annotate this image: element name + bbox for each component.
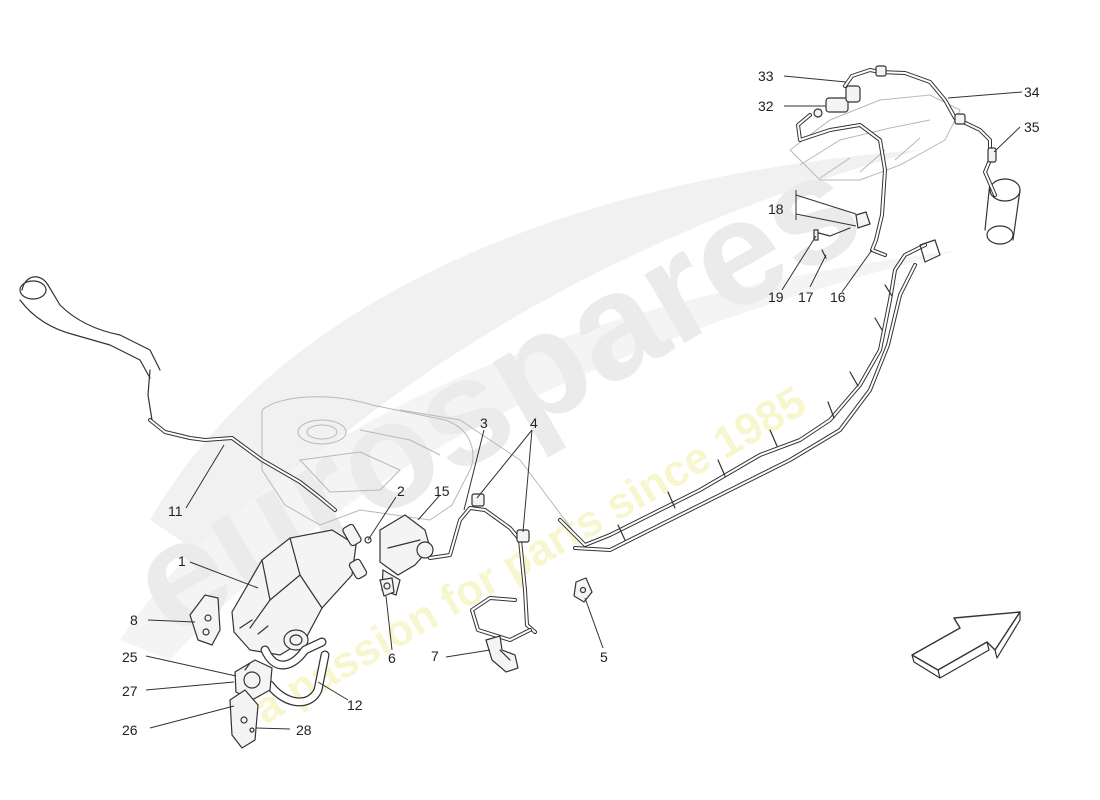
- fuel-tank-outline: [261, 396, 581, 541]
- label-part-12: 12: [347, 697, 363, 713]
- part-labels: 1 2 3 4 15 11 8 5 6 7 12 25 27 26 28 18 …: [122, 68, 1040, 738]
- label-part-1: 1: [178, 553, 186, 569]
- label-part-8: 8: [130, 612, 138, 628]
- pipe-3: [428, 506, 537, 642]
- leader-lines: [145, 75, 1023, 730]
- arrow-icon: [911, 611, 1021, 679]
- carbon-canister-1: [231, 523, 368, 656]
- clip-18: [813, 211, 871, 259]
- label-part-28: 28: [296, 722, 312, 738]
- label-part-11: 11: [168, 503, 183, 519]
- label-part-7: 7: [431, 648, 439, 664]
- label-part-35: 35: [1024, 119, 1040, 135]
- label-part-18: 18: [768, 201, 784, 217]
- label-part-2: 2: [397, 483, 405, 499]
- main-fuel-line: [558, 239, 941, 552]
- label-part-4: 4: [530, 415, 538, 431]
- pump-assembly: [229, 659, 273, 749]
- bracket-8: [189, 594, 221, 646]
- watermark-swoosh: [150, 150, 920, 560]
- label-part-32: 32: [758, 98, 774, 114]
- label-part-25: 25: [122, 649, 138, 665]
- label-part-15: 15: [434, 483, 450, 499]
- sensor-6: [379, 577, 395, 597]
- label-part-16: 16: [830, 289, 846, 305]
- label-part-6: 6: [388, 650, 396, 666]
- pipe-16: [796, 113, 887, 257]
- filler-neck: [19, 276, 161, 421]
- intake-manifold: [789, 94, 1021, 245]
- vent-line-11: [148, 418, 337, 512]
- hose-12: [260, 637, 330, 707]
- clips-4: [471, 493, 530, 543]
- label-part-19: 19: [768, 289, 784, 305]
- valve-32: [813, 85, 861, 118]
- label-part-27: 27: [122, 683, 138, 699]
- label-part-26: 26: [122, 722, 138, 738]
- bracket-5: [573, 577, 593, 603]
- label-part-34: 34: [1024, 84, 1040, 100]
- label-part-5: 5: [600, 649, 608, 665]
- label-part-33: 33: [758, 68, 774, 84]
- connector-7: [485, 635, 519, 673]
- label-part-3: 3: [480, 415, 488, 431]
- connector-35: [987, 147, 997, 163]
- label-part-17: 17: [798, 289, 814, 305]
